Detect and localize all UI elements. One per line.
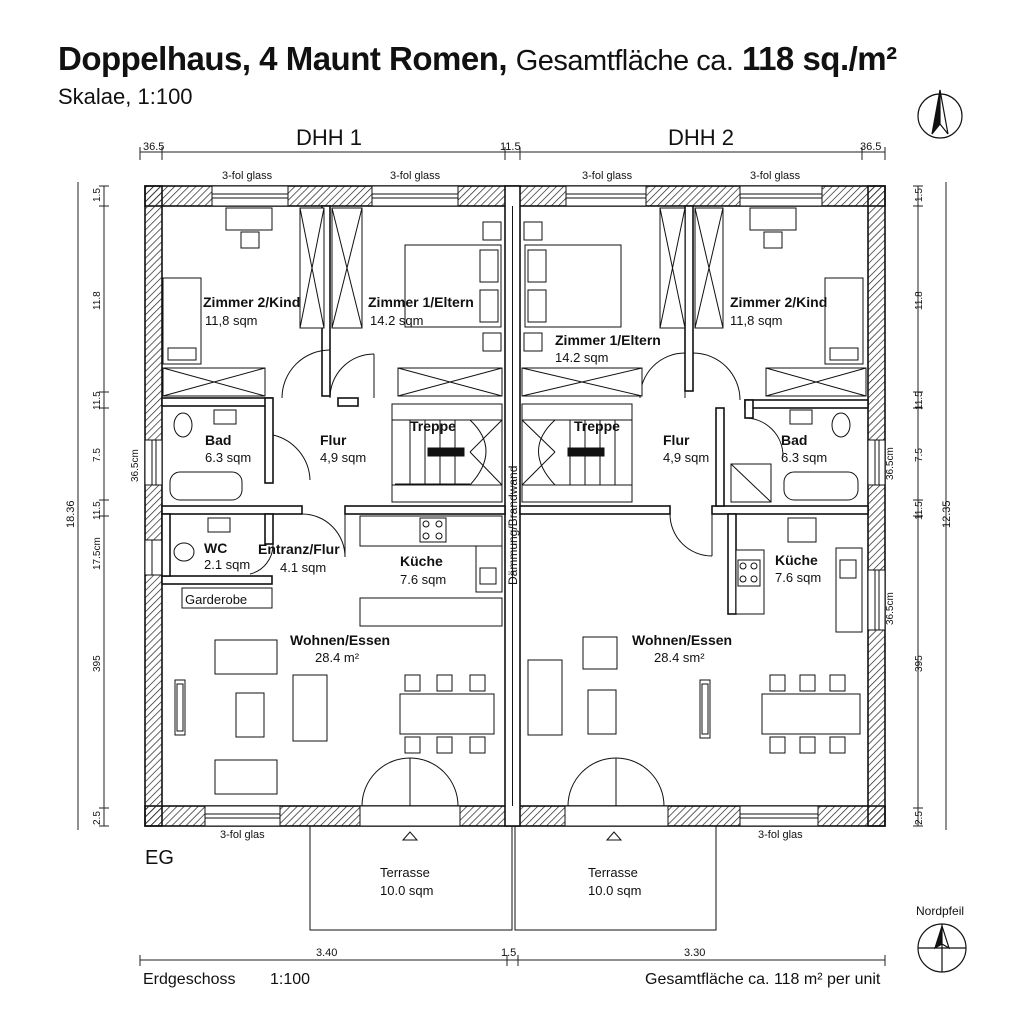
stairs	[391, 403, 633, 503]
room-left-eltern: Zimmer 1/Eltern	[368, 294, 474, 310]
room-right-bad-area: 6.3 sqm	[781, 450, 827, 465]
dim-left-2: 11.8	[92, 291, 103, 310]
room-right-bad: Bad	[781, 432, 807, 448]
room-right-treppe: Treppe	[574, 418, 620, 434]
title-mid: Gesamtfläche ca.	[515, 45, 734, 77]
dim-left-6: 17.5cm	[92, 537, 103, 570]
bedroom-furniture	[162, 207, 864, 365]
room-right-eltern: Zimmer 1/Eltern	[555, 332, 661, 348]
dim-inner-right-b: 36.5cm	[885, 592, 896, 625]
window-label-bottom-right: 3-fol glas	[758, 829, 803, 841]
floor-label: EG	[145, 847, 174, 869]
room-left-entranz: Entranz/Flur	[258, 541, 340, 557]
sanitary	[169, 409, 859, 562]
north-label: Nordpfeil	[916, 904, 964, 918]
room-right-kueche-area: 7.6 sqm	[775, 570, 821, 585]
room-left-entranz-area: 4.1 sqm	[280, 560, 326, 575]
room-left-wohnen-area: 28.4 m²	[315, 650, 360, 665]
dim-bottom-right: 3.30	[684, 947, 705, 959]
room-left-wc-area: 2.1 sqm	[204, 557, 250, 572]
dim-top-right: 36.5	[860, 141, 881, 153]
room-left-garderobe: Garderobe	[185, 592, 247, 607]
dim-right-4: 7.5	[914, 448, 925, 462]
dim-inner-left: 36.5cm	[130, 449, 141, 482]
room-left-bad: Bad	[205, 432, 231, 448]
dim-left-7: 395	[92, 655, 103, 672]
windows-top	[211, 185, 823, 207]
dim-right-5: 11.5	[914, 501, 925, 520]
dim-left-8: 2.5	[92, 811, 103, 825]
window-label-2: 3-fol glass	[390, 170, 441, 182]
window-label-3: 3-fol glass	[582, 170, 633, 182]
terrace-left-area: 10.0 sqm	[380, 883, 433, 898]
room-right-flur-area: 4,9 sqm	[663, 450, 709, 465]
room-left-bad-area: 6.3 sqm	[205, 450, 251, 465]
room-left-kueche-area: 7.6 sqm	[400, 572, 446, 587]
dim-left-3: 11.5	[92, 391, 103, 410]
title-area: 118 sq./m²	[742, 40, 897, 77]
unit-label-left: DHH 1	[296, 125, 362, 150]
room-right-eltern-area: 14.2 sqm	[555, 350, 608, 365]
room-left-treppe: Treppe	[410, 418, 456, 434]
dim-left-4: 7.5	[92, 448, 103, 462]
dim-right-3: 11.5	[914, 391, 925, 410]
window-label-4: 3-fol glass	[750, 170, 801, 182]
dim-top-left: 36.5	[143, 141, 164, 153]
room-left-kueche: Küche	[400, 553, 443, 569]
title-main: Doppelhaus, 4 Maunt Romen,	[58, 40, 508, 77]
dim-bottom-mid: 1.5	[501, 947, 516, 959]
window-label-bottom-left: 3-fol glas	[220, 829, 265, 841]
room-left-kind: Zimmer 2/Kind	[203, 294, 300, 310]
scale-label: Skalae, 1:100	[58, 84, 193, 109]
dim-left-5: 11.5	[92, 501, 103, 520]
room-right-kind: Zimmer 2/Kind	[730, 294, 827, 310]
dim-inner-right-a: 36.5cm	[885, 447, 896, 480]
dimension-lines	[77, 147, 947, 966]
dim-bottom-left: 3.40	[316, 947, 337, 959]
party-wall-label: Dämmung/Brandwand	[506, 466, 520, 585]
dim-left-total: 18.36	[65, 500, 77, 528]
unit-label-right: DHH 2	[668, 125, 734, 150]
room-right-flur: Flur	[663, 432, 690, 448]
footer-scale: 1:100	[270, 971, 310, 988]
dim-top-mid: 11.5	[500, 141, 521, 153]
terrace-right: Terrasse	[588, 865, 638, 880]
footer-right: Gesamtfläche ca. 118 m² per unit	[645, 971, 881, 988]
footer-left: Erdgeschoss	[143, 971, 236, 988]
interior-walls	[161, 205, 869, 615]
room-left-kind-area: 11,8 sqm	[205, 313, 258, 328]
room-right-kind-area: 11,8 sqm	[730, 313, 783, 328]
terraces	[309, 826, 717, 931]
dim-right-6: 395	[914, 655, 925, 672]
doors	[249, 349, 784, 807]
dim-right-2: 11.8	[914, 291, 925, 310]
room-left-wc: WC	[204, 540, 227, 556]
dim-right-7: 2.5	[914, 811, 925, 825]
room-left-eltern-area: 14.2 sqm	[370, 313, 423, 328]
dim-right-1: 1.5	[914, 188, 925, 202]
terrace-left: Terrasse	[380, 865, 430, 880]
wardrobes	[162, 207, 867, 397]
room-left-flur-area: 4,9 sqm	[320, 450, 366, 465]
dim-left-1: 1.5	[92, 188, 103, 202]
room-right-wohnen: Wohnen/Essen	[632, 632, 732, 648]
north-arrow-bottom	[917, 923, 967, 973]
living-furniture	[174, 587, 861, 795]
exterior-walls	[144, 185, 886, 827]
north-arrow-top	[917, 89, 963, 139]
room-right-kueche: Küche	[775, 552, 818, 568]
room-right-wohnen-area: 28.4 sm²	[654, 650, 705, 665]
room-left-wohnen: Wohnen/Essen	[290, 632, 390, 648]
room-left-flur: Flur	[320, 432, 347, 448]
plan-title: Doppelhaus, 4 Maunt Romen, Gesamtfläche …	[58, 40, 897, 78]
dim-right-total: 12.35	[941, 500, 953, 528]
terrace-right-area: 10.0 sqm	[588, 883, 641, 898]
kitchens	[359, 515, 863, 633]
window-label-1: 3-fol glass	[222, 170, 273, 182]
